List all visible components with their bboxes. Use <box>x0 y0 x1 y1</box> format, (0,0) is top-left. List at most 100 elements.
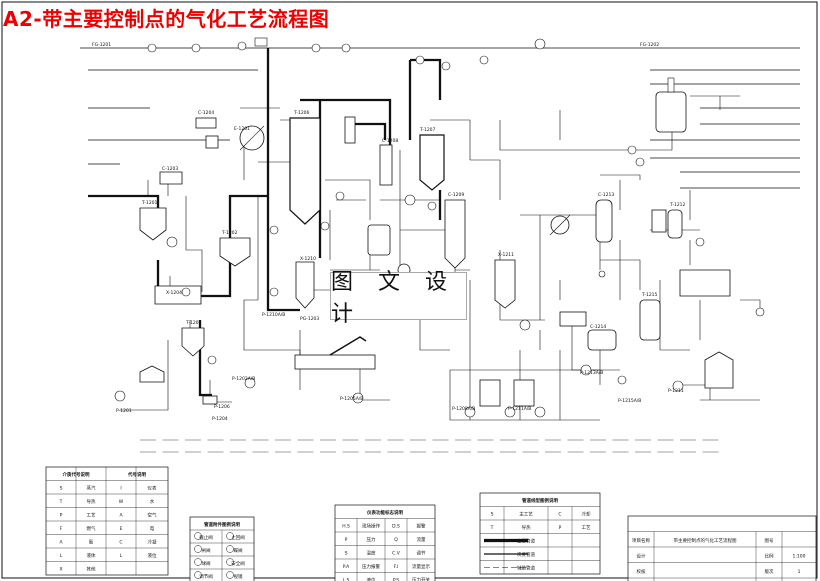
table-cell: 流量 <box>417 536 426 543</box>
table-cell: 主工艺 <box>519 511 533 518</box>
table-cell: 蒸汽 <box>87 485 96 492</box>
equipment-tag: T-1205 <box>185 320 202 326</box>
equipment-tag: T-1212 <box>669 202 686 208</box>
table-cell: 报警 <box>417 523 426 530</box>
equipment-tag: X-1211 <box>498 252 514 258</box>
table-cell: 截止阀 <box>199 534 213 541</box>
table-cell: T <box>490 525 494 531</box>
column-T-1208 <box>419 134 445 191</box>
table-cell: 温度 <box>367 550 376 557</box>
table-header: 仪表功能标志说明 <box>366 509 403 516</box>
pump-P-1206 <box>202 395 218 405</box>
table-cell: 空气 <box>148 512 157 519</box>
table-cell: 蝶阀 <box>234 547 243 554</box>
table-cell: L <box>120 553 123 559</box>
fitting-symbol <box>194 545 202 553</box>
table-cell: L <box>60 553 63 559</box>
vessel-C-1219 <box>513 379 535 407</box>
column-T-1207 <box>379 144 393 186</box>
table-cell: 液位 <box>367 577 376 581</box>
table-cell: 图号 <box>765 538 774 544</box>
table-cell: A <box>119 513 123 519</box>
table-cell: 导热 <box>522 524 531 531</box>
table-header: 代号说明 <box>127 471 146 478</box>
vessel-C-1223 <box>587 329 617 351</box>
fitting-symbol <box>226 532 234 540</box>
stream-label: P-1201 <box>116 408 132 414</box>
vessel-C-1209 <box>367 224 391 256</box>
table-cell: 其他 <box>87 566 96 573</box>
table-cell: 工艺 <box>582 525 591 531</box>
stream-label: P-1208A/B <box>452 406 475 412</box>
table-cell: 流量显示 <box>412 563 430 570</box>
table-cell: L.S <box>343 578 350 581</box>
stream-label: FG-1201 <box>92 42 111 48</box>
vessel-C-1213 <box>344 116 356 144</box>
table-cell: P <box>559 525 562 531</box>
table-cell: A <box>59 540 63 546</box>
equipment-tag: C-1209 <box>448 192 464 198</box>
equipment-tag: T-1207 <box>419 127 436 133</box>
fitting-symbol <box>226 558 234 566</box>
stream-label: P-1215A/B <box>618 398 641 404</box>
equipment-tag: T-1202 <box>221 230 238 236</box>
table-cell: P <box>60 513 63 519</box>
stream-label: P-1204 <box>212 416 228 422</box>
table-cell: 安全阀 <box>231 560 245 567</box>
table-header: 管道附件图例说明 <box>204 521 240 528</box>
equipment-tag: C-1213 <box>598 192 614 198</box>
stream-label: P-1210A/B <box>262 312 285 318</box>
table-cell: 球阀 <box>202 560 211 567</box>
table-cell: W <box>119 499 124 505</box>
vessel-C-1208 <box>295 261 315 309</box>
table-cell: 冷凝 <box>148 539 157 546</box>
stream-label: P-1202A/B <box>232 376 255 382</box>
table-cell: S <box>60 486 63 492</box>
right-outlet-pipes <box>650 69 800 189</box>
table-cell: 液体 <box>87 552 96 559</box>
vessel-C-1204 <box>195 117 217 129</box>
vessel-E-1213 <box>651 209 667 233</box>
stream-label: FG-1202 <box>640 42 659 48</box>
equipment-tag: C-1208 <box>382 138 398 144</box>
fitting-symbol <box>194 532 202 540</box>
table-cell: P.S <box>393 578 399 581</box>
stream-label: P-1206 <box>214 404 230 410</box>
table-cell: P.A <box>343 564 350 570</box>
table-cell: 冷却 <box>582 511 591 518</box>
table-cell: 压力报警 <box>362 563 380 570</box>
vessel-C-1217b <box>479 379 501 407</box>
table-cell: 视镜 <box>234 573 243 580</box>
instrument-C-1204 <box>205 135 219 149</box>
table-header: 管道线型图例说明 <box>522 497 558 504</box>
conveyor-X-1205 <box>294 354 376 370</box>
table-cell: 氨 <box>89 539 94 546</box>
vessel-T-1206 <box>139 365 165 383</box>
table-cell: 调节 <box>417 550 426 557</box>
vessel-T-1202 <box>219 237 251 267</box>
table-cell: 导热 <box>87 498 96 505</box>
table-cell: 工艺 <box>87 513 96 519</box>
vessel-C-1217 <box>655 91 687 133</box>
vessel-C-1203 <box>159 171 183 185</box>
fitting-symbol <box>194 558 202 566</box>
column-C-1214 <box>667 209 683 239</box>
table-frame <box>627 515 817 581</box>
table-cell: 1 <box>798 569 801 575</box>
table-cell: S <box>491 512 494 518</box>
table-cell: E <box>120 526 123 532</box>
legend-pipe-fittings: 管道附件图例说明截止阀止回阀闸阀蝶阀球阀安全阀调节阀视镜 <box>189 516 255 581</box>
table-cell: H.S <box>342 524 350 530</box>
equipment-tag: C-1204 <box>198 110 214 116</box>
table-cell: 校核 <box>637 568 646 575</box>
vessel-T-1219 <box>704 351 734 389</box>
table-cell: 液位 <box>148 552 157 559</box>
vessel-T-1205 <box>181 327 205 357</box>
table-cell: C <box>558 512 561 518</box>
fitting-symbol <box>226 571 234 579</box>
stream-label: P-1211A/B <box>508 406 531 412</box>
table-cell: 止回阀 <box>231 534 245 541</box>
